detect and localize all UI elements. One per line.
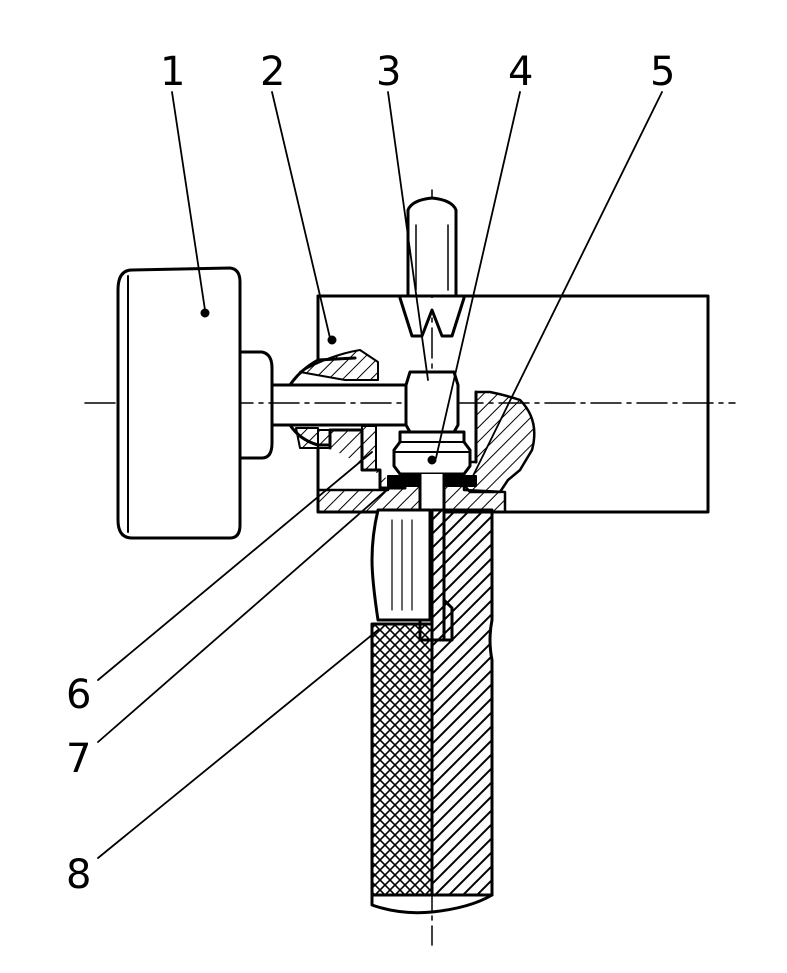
- callout-5: 5: [650, 49, 675, 95]
- part-1-knob: [116, 266, 274, 540]
- callout-1: 1: [160, 49, 185, 95]
- callout-6: 6: [66, 672, 91, 718]
- part-3-stud: [398, 196, 466, 434]
- part-4-nut: [392, 430, 472, 476]
- part-6-block: [361, 425, 377, 471]
- callout-8: 8: [66, 852, 91, 898]
- callout-4: 4: [508, 49, 533, 95]
- callout-2: 2: [260, 49, 285, 95]
- callout-3: 3: [376, 49, 401, 95]
- callout-7: 7: [66, 736, 91, 782]
- part-8-handle: [370, 508, 494, 915]
- part-2-housing: [295, 294, 710, 514]
- leader-lines: [97, 91, 663, 859]
